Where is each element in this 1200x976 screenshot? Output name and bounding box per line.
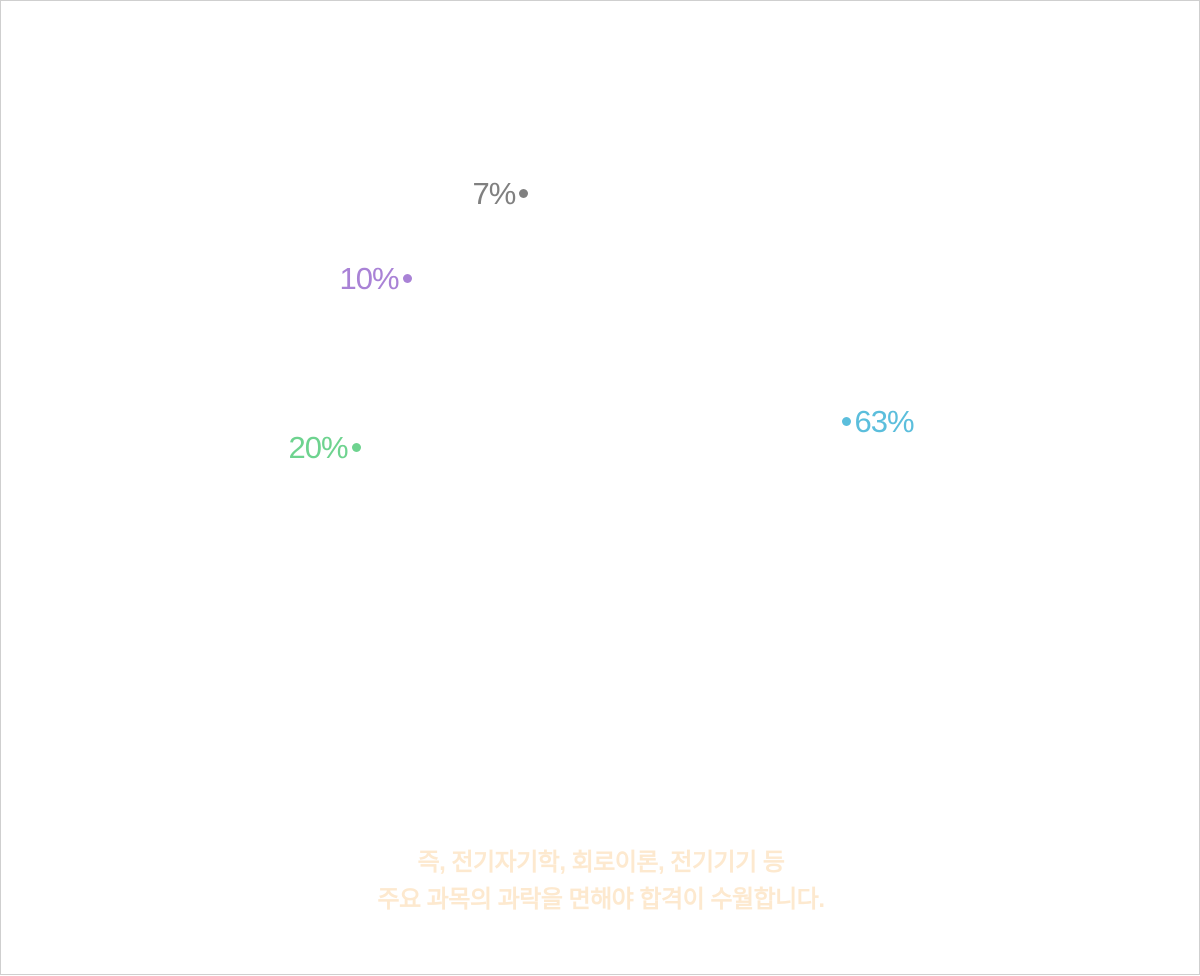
slice-marker-dot xyxy=(351,442,361,452)
slice-marker-dot xyxy=(402,273,412,283)
caption-line-1: 즉, 전기자기학, 회로이론, 전기기기 등 xyxy=(417,849,785,876)
slice-label-10: 10% xyxy=(340,263,412,294)
slice-label-7: 7% xyxy=(473,178,529,209)
slice-label-63: 63% xyxy=(841,403,915,439)
slice-percent-text: 63% xyxy=(854,403,915,439)
caption-line-2: 주요 과목의 과락을 면해야 합격이 수월합니다. xyxy=(377,886,825,913)
slice-percent-text: 7% xyxy=(472,175,517,211)
slice-label-20: 20% xyxy=(289,432,361,463)
slice-percent-text: 20% xyxy=(288,429,349,465)
caption: 즉, 전기자기학, 회로이론, 전기기기 등 주요 과목의 과락을 면해야 합격… xyxy=(1,844,1200,918)
slice-marker-dot xyxy=(519,188,529,198)
slice-percent-text: 10% xyxy=(339,260,400,296)
slice-marker-dot xyxy=(841,416,851,426)
